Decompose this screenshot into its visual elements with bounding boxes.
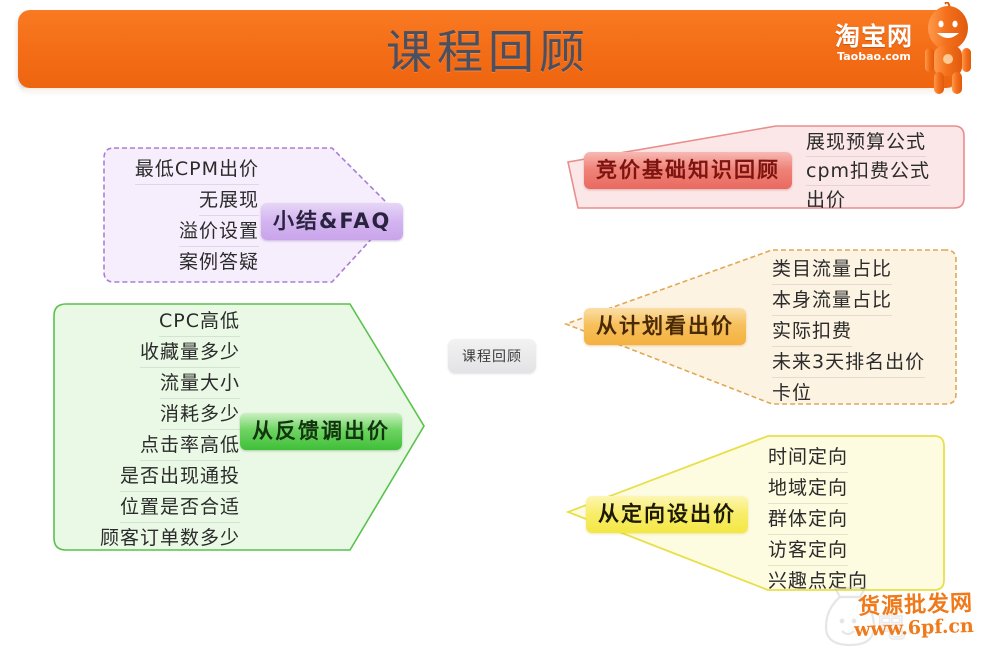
list-item: 本身流量占比 [772,285,893,316]
money-bag-icon: 电 [810,581,930,655]
mindmap-branch-bid-from-targeting[interactable]: 时间定向 地域定向 群体定向 访客定向 兴趣点定向 从定向设出价 [562,432,948,598]
list-item: 溢价设置 [178,216,259,247]
taobao-logo-name-en: Taobao.com [837,50,911,63]
list-item: CPC高低 [159,306,240,337]
branch-label-summary-faq[interactable]: 小结&FAQ [261,203,404,240]
list-item: 未来3天排名出价 [772,347,926,378]
watermark-url: www.6pf.cn [853,614,975,642]
branch-label-bid-from-targeting[interactable]: 从定向设出价 [586,496,748,533]
branch-item-list: CPC高低 收藏量多少 流量大小 消耗多少 点击率高低 是否出现通投 位置是否合… [66,306,240,553]
list-item: 展现预算公式 [806,128,927,157]
list-item: 出价 [806,189,847,211]
banner-underline [22,88,954,93]
branch-label-bid-from-plan[interactable]: 从计划看出价 [584,308,746,345]
mindmap-center-node[interactable]: 课程回顾 [448,339,536,373]
list-item: cpm扣费公式 [806,157,931,186]
taobao-logo: 淘宝网 Taobao.com [818,1,978,98]
list-item: 访客定向 [768,535,849,566]
list-item: 流量大小 [159,368,240,399]
list-item: 是否出现通投 [119,461,240,492]
mindmap-branch-bid-from-plan[interactable]: 类目流量占比 本身流量占比 实际扣费 未来3天排名出价 卡位 从计划看出价 [560,246,960,410]
list-item: 类目流量占比 [772,254,893,285]
list-item: 无展现 [198,185,259,216]
watermark: 电 货源批发网 www.6pf.cn [810,575,990,655]
branch-item-list: 类目流量占比 本身流量占比 实际扣费 未来3天排名出价 卡位 [772,254,948,408]
list-item: 卡位 [772,382,813,404]
list-item: 位置是否合适 [119,492,240,523]
branch-item-list: 时间定向 地域定向 群体定向 访客定向 兴趣点定向 [768,442,928,596]
list-item: 顾客订单数多少 [99,527,240,549]
mindmap-branch-bidding-basics-review[interactable]: 展现预算公式 cpm扣费公式 出价 竞价基础知识回顾 [562,122,968,232]
taobao-mascot-icon [920,1,976,102]
taobao-logo-name-cn: 淘宝网 [834,22,913,51]
header-banner: 课程回顾 [18,10,958,88]
branch-label-adjust-from-feedback[interactable]: 从反馈调出价 [240,413,402,450]
mindmap-branch-summary-faq[interactable]: 最低CPM出价 无展现 溢价设置 案例答疑 小结&FAQ [100,140,404,290]
list-item: 案例答疑 [178,251,259,273]
list-item: 收藏量多少 [139,337,240,368]
mindmap-branch-adjust-from-feedback[interactable]: CPC高低 收藏量多少 流量大小 消耗多少 点击率高低 是否出现通投 位置是否合… [50,300,430,558]
list-item: 点击率高低 [139,430,240,461]
list-item: 最低CPM出价 [134,154,259,185]
branch-item-list: 最低CPM出价 无展现 溢价设置 案例答疑 [114,154,259,277]
list-item: 群体定向 [768,504,849,535]
taobao-logo-text: 淘宝网 Taobao.com [826,24,922,64]
page-title: 课程回顾 [386,25,590,79]
branch-item-list: 展现预算公式 cpm扣费公式 出价 [806,128,956,214]
list-item: 实际扣费 [772,316,853,347]
svg-text:电: 电 [876,610,906,645]
list-item: 时间定向 [768,442,849,473]
list-item: 兴趣点定向 [768,570,869,592]
branch-label-bidding-basics-review[interactable]: 竞价基础知识回顾 [584,152,792,189]
list-item: 地域定向 [768,473,849,504]
list-item: 消耗多少 [159,399,240,430]
